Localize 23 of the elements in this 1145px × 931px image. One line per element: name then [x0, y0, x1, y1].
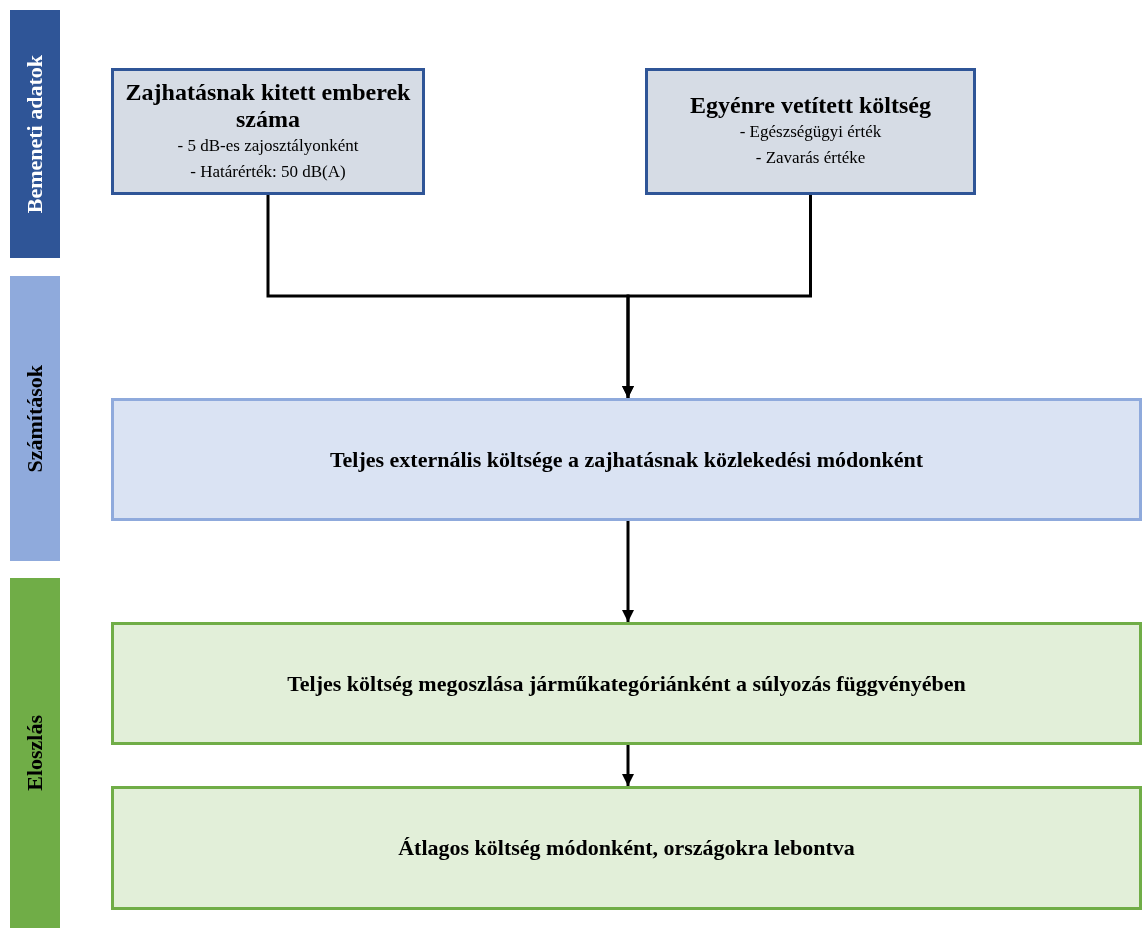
box-heading: Teljes költség megoszlása járműkategóriánként a súlyozás függvényében — [286, 670, 967, 697]
box-heading: Teljes externális költsége a zajhatásnak közlekedési módonként — [328, 446, 925, 473]
box-heading: Zajhatásnak kitett emberek száma — [124, 78, 412, 133]
stage-label: Bemeneti adatok — [22, 54, 48, 214]
stage-label: Eloszlás — [22, 715, 48, 791]
stage-band — [10, 10, 60, 258]
arrow — [622, 195, 812, 398]
box-text: - Zavarás értéke — [755, 147, 866, 169]
box-text: - Egészségügyi érték — [739, 121, 882, 143]
process-box — [111, 622, 1142, 745]
box-heading: Egyénre vetített költség — [689, 92, 932, 119]
stage-band — [10, 276, 60, 561]
process-box — [645, 68, 976, 195]
process-box — [111, 398, 1142, 521]
stage-band — [10, 578, 60, 928]
process-box — [111, 68, 425, 195]
arrow — [622, 521, 634, 622]
box-text: - 5 dB-es zajosztályonként — [177, 134, 359, 157]
stage-label: Számítások — [22, 364, 48, 473]
box-heading: Átlagos költség módonként, országokra lebontva — [397, 835, 856, 861]
arrow — [622, 745, 634, 786]
process-box — [111, 786, 1142, 910]
box-text: - Határérték: 50 dB(A) — [190, 160, 346, 183]
